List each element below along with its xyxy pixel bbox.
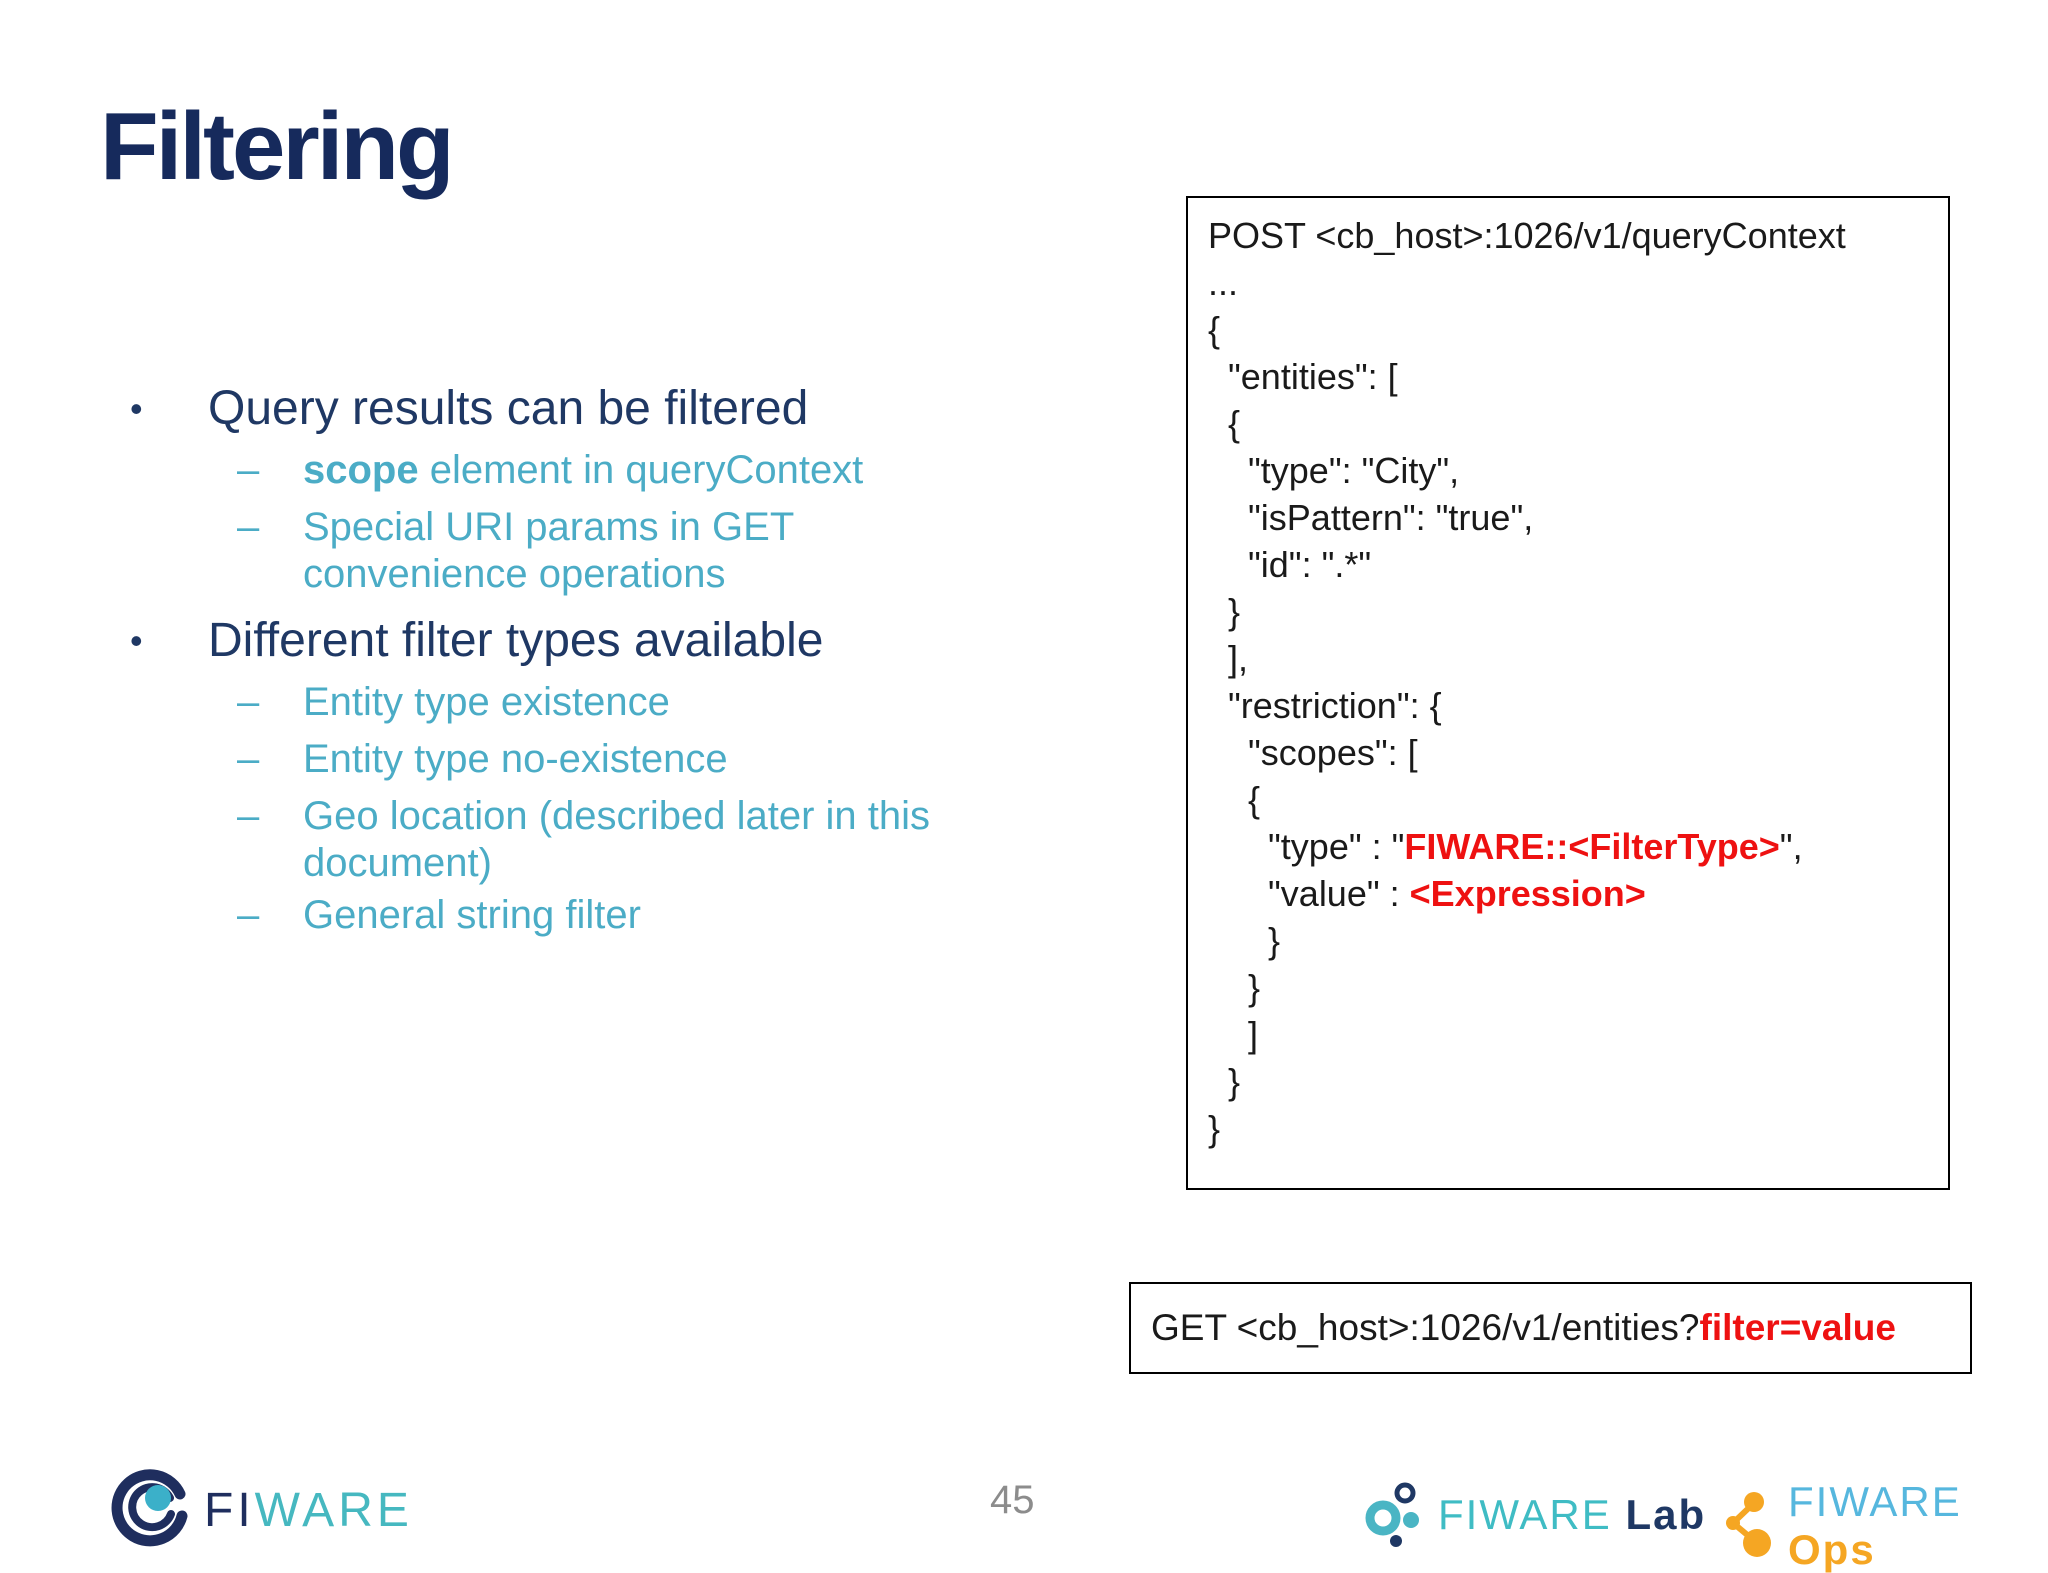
code-line: } [1208,1061,1241,1102]
bullet-label: Query results can be filtered [208,382,809,435]
bullet-dot-icon: • [130,620,143,661]
dash-icon: – [237,893,260,937]
fiware-logo: FIWARE [108,1468,413,1552]
code-line: "entities": [ [1208,356,1398,397]
code-line: "id": ".*" [1208,544,1372,585]
bullet-dot-icon: • [130,388,143,429]
dash-icon: – [237,680,260,724]
fiware-lab-logo: FIWARE Lab [1362,1478,1706,1552]
sub-bullet-label: document) [303,841,492,885]
code-line: POST <cb_host>:1026/v1/queryContext [1208,215,1846,256]
code-line: { [1208,309,1221,350]
bullet-item: • Different filter types available [100,610,1160,672]
sub-bullet-item: –Entity type no-existence [100,731,1160,788]
sub-bullet-item: –General string filter [100,887,1160,944]
sub-bullet-label: Special URI params in GET [303,505,795,549]
code-line: } [1208,920,1281,961]
fiware-ops-logo: FIWARE Ops [1722,1478,2048,1573]
fiware-globe-icon [108,1468,192,1552]
dash-icon: – [237,794,260,838]
sub-bullet-continuation: document) [100,840,1160,887]
sub-bullet-item: –scope element in queryContext [100,442,1160,499]
sub-bullet-continuation: convenience operations [100,551,1160,598]
code-line: ], [1208,638,1249,679]
code-line: "type" : "FIWARE::<FilterType>", [1208,826,1803,867]
sub-bullet-label: Entity type existence [303,680,670,724]
code-line: } [1208,591,1241,632]
code-line: { [1208,779,1261,820]
sub-bullet-label: Geo location (described later in this [303,794,930,838]
get-request-box: GET <cb_host>:1026/v1/entities?filter=va… [1129,1282,1972,1374]
code-line: ... [1208,262,1239,303]
code-line: "type": "City", [1208,450,1460,491]
sub-bullet-item: –Geo location (described later in this [100,788,1160,845]
get-request-text: GET <cb_host>:1026/v1/entities? [1151,1307,1700,1348]
dash-icon [100,551,303,598]
fiware-ops-wordmark: FIWARE Ops [1788,1478,1962,1573]
fiware-ops-nodes-icon [1722,1489,1778,1563]
dash-icon: – [237,448,260,492]
code-line: { [1208,403,1241,444]
bullet-list: •Query results can be filtered–scope ele… [100,378,1160,944]
dash-icon [100,840,303,887]
code-line: "scopes": [ [1208,732,1418,773]
sub-bullet-label: convenience operations [303,552,726,596]
post-request-code-box: POST <cb_host>:1026/v1/queryContext...{ … [1186,196,1950,1190]
fiware-lab-wordmark: FIWARE Lab [1438,1491,1707,1538]
sub-bullet-item: –Special URI params in GET [100,499,1160,556]
page-title: Filtering [100,93,455,200]
get-request-highlight: filter=value [1699,1307,1896,1348]
code-line: "isPattern": "true", [1208,497,1534,538]
code-line: } [1208,967,1261,1008]
sub-bullet-item: –Entity type existence [100,674,1160,731]
code-line: ] [1208,1014,1259,1055]
sub-bullet-label: General string filter [303,893,641,937]
bullet-item: • Query results can be filtered [100,378,1160,440]
fiware-lab-circles-icon [1362,1478,1428,1552]
dash-icon: – [237,737,260,781]
code-line: } [1208,1108,1221,1149]
code-line: "value" : <Expression> [1208,873,1646,914]
dash-icon: – [237,505,260,549]
code-line: "restriction": { [1208,685,1442,726]
sub-bullet-label: Entity type no-existence [303,737,728,781]
fiware-wordmark: FIWARE [204,1483,413,1537]
bullet-label: Different filter types available [208,614,824,667]
page-number: 45 [990,1478,1035,1522]
sub-bullet-label: scope element in queryContext [303,448,864,492]
post-code: POST <cb_host>:1026/v1/queryContext...{ … [1208,212,1948,1152]
